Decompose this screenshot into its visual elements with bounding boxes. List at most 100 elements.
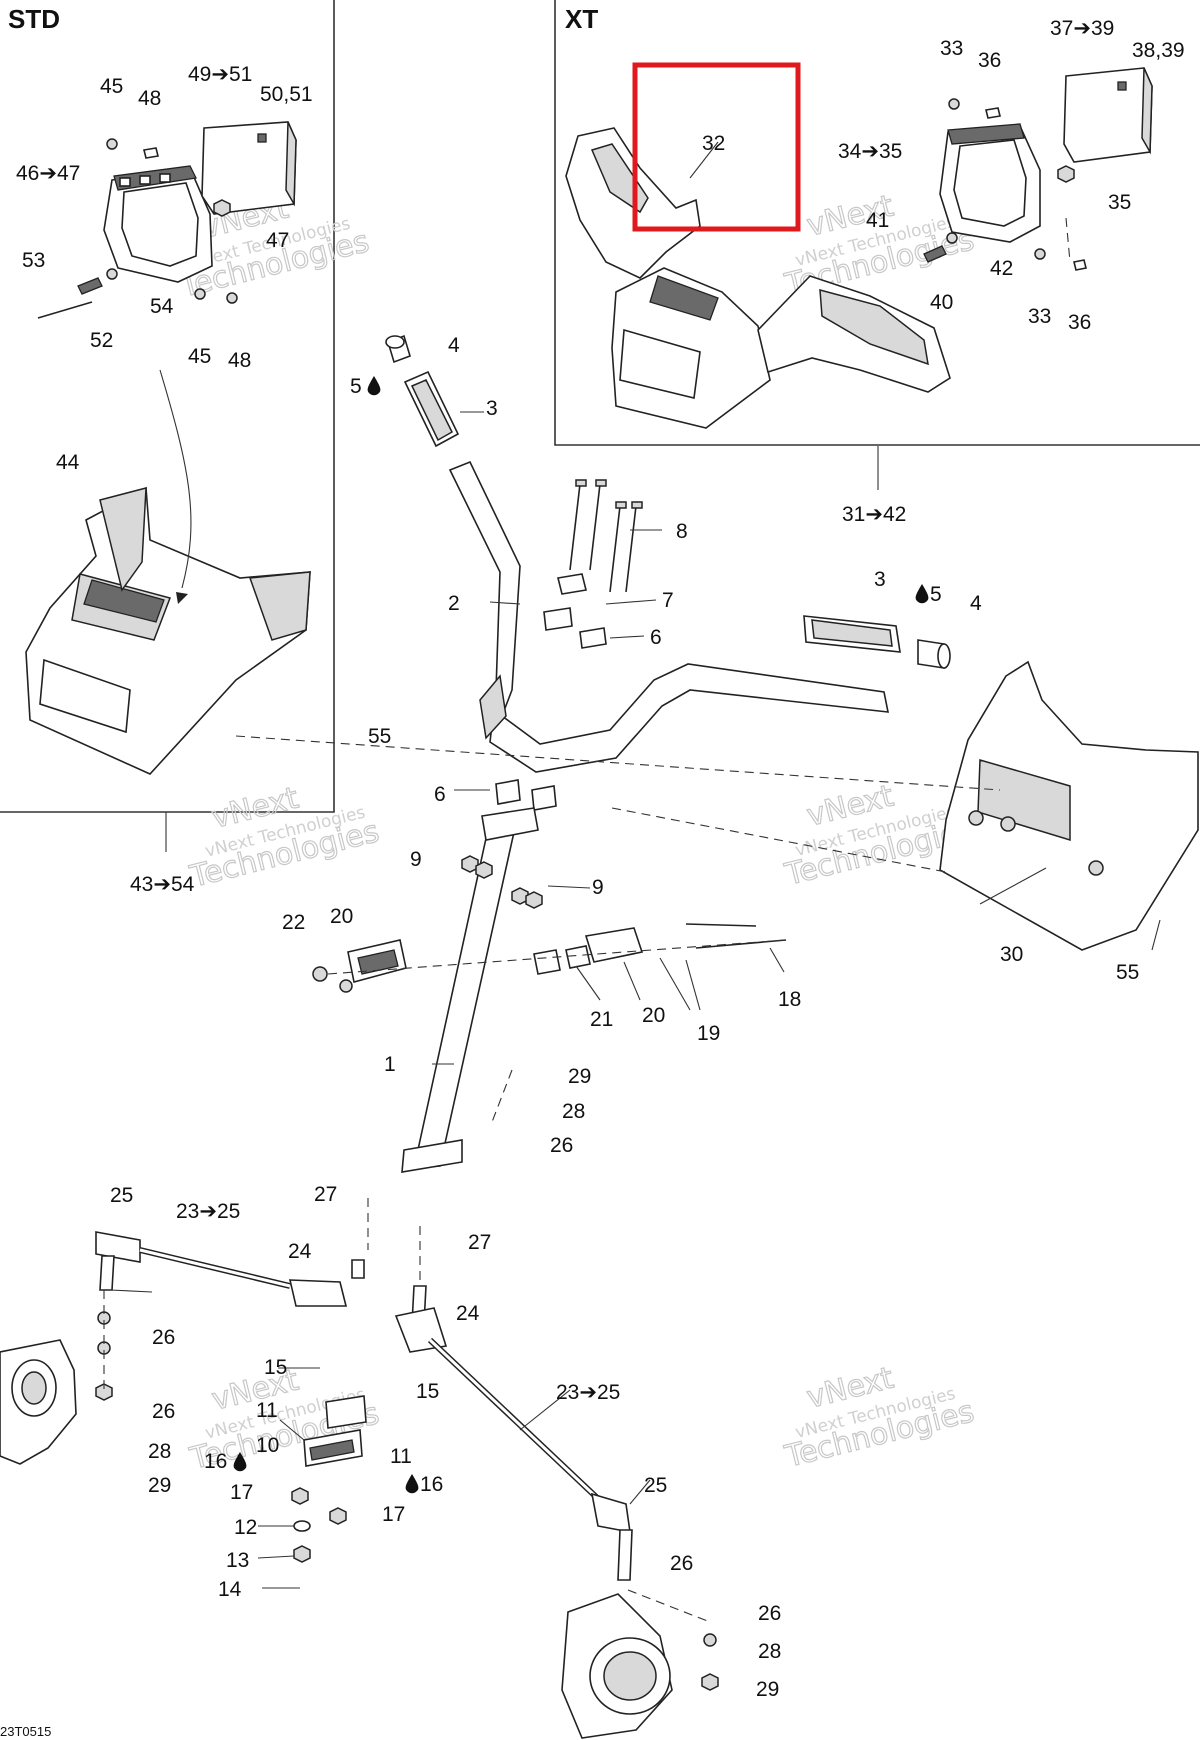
arrow-head xyxy=(176,592,188,604)
svg-text:16: 16 xyxy=(204,1450,227,1473)
steering-column xyxy=(401,807,539,1173)
callout-47: 47 xyxy=(266,229,289,252)
xt-panel: XT xyxy=(554,0,1200,446)
column-support-bracket xyxy=(312,923,787,993)
watermark: vNext vNext Technologies Technologies xyxy=(186,780,384,896)
callout-55: 55 xyxy=(1116,961,1139,984)
callout-49-to-51: 49➔51 xyxy=(188,63,252,86)
left-tie-rod xyxy=(95,1231,348,1307)
callout-32: 32 xyxy=(702,132,725,155)
callout-5-lubricant: 5 xyxy=(350,375,381,398)
callout-29: 29 xyxy=(568,1065,591,1088)
callout-9: 9 xyxy=(592,876,604,899)
handlebar xyxy=(448,460,889,773)
callout-19: 19 xyxy=(697,1022,720,1045)
std-panel-frame xyxy=(0,0,335,813)
callout-6: 6 xyxy=(650,626,662,649)
assembly-line xyxy=(1065,217,1071,263)
callout-48: 48 xyxy=(228,349,251,372)
droplet-icon xyxy=(405,1474,419,1494)
callout-16-lubricant: 16 xyxy=(405,1473,443,1496)
callout-26: 26 xyxy=(152,1400,175,1423)
callout-11: 11 xyxy=(256,1399,278,1422)
std-panel: STD xyxy=(0,0,335,813)
callout-7: 7 xyxy=(662,589,674,612)
callout-29: 29 xyxy=(756,1678,779,1701)
callout-34-to-35: 34➔35 xyxy=(838,140,902,163)
callout-41: 41 xyxy=(866,209,889,232)
xt-headlight-cowl xyxy=(611,267,771,429)
callout-10: 10 xyxy=(256,1434,279,1457)
highlight-box-item-32 xyxy=(632,62,801,232)
callout-11: 11 xyxy=(390,1445,412,1468)
callout-30: 30 xyxy=(1000,943,1023,966)
callout-23-to-25: 23➔25 xyxy=(556,1381,620,1404)
handlebar-clamps xyxy=(479,573,607,811)
callout-26: 26 xyxy=(550,1134,573,1157)
std-panel-title: STD xyxy=(8,4,60,34)
callout-12: 12 xyxy=(234,1516,257,1539)
callout-43-to-54: 43➔54 xyxy=(130,873,195,896)
callouts: 1 2 3 3 4 4 5 5 6 6 7 8 9 9 10 11 11 12 … xyxy=(16,17,1185,1701)
callout-3: 3 xyxy=(874,568,886,591)
callout-53: 53 xyxy=(22,249,45,272)
xt-headlight-lamp xyxy=(1063,67,1153,163)
xt-fasteners xyxy=(923,98,1087,271)
callout-27: 27 xyxy=(468,1231,491,1254)
callout-20: 20 xyxy=(642,1004,665,1027)
callout-2: 2 xyxy=(448,592,460,615)
callout-21: 21 xyxy=(590,1008,613,1031)
callout-26: 26 xyxy=(758,1602,781,1625)
svg-text:5: 5 xyxy=(930,583,942,606)
callout-6: 6 xyxy=(434,783,446,806)
lower-steering xyxy=(291,1259,427,1563)
assembly-lines xyxy=(103,735,1001,1623)
std-assembly-arrow xyxy=(159,369,192,589)
xt-panel-title: XT xyxy=(565,4,598,34)
xt-headlight-housing xyxy=(939,123,1041,243)
callout-54: 54 xyxy=(150,295,174,318)
callout-33: 33 xyxy=(1028,305,1051,328)
callout-24: 24 xyxy=(456,1302,480,1325)
callout-3: 3 xyxy=(486,397,498,420)
callout-52: 52 xyxy=(90,329,113,352)
callout-42: 42 xyxy=(990,257,1013,280)
callout-44: 44 xyxy=(56,451,80,474)
callout-4: 4 xyxy=(970,592,982,615)
callout-26: 26 xyxy=(670,1552,693,1575)
callout-28: 28 xyxy=(562,1100,585,1123)
std-hood-cover xyxy=(25,486,311,775)
callout-23-to-25: 23➔25 xyxy=(176,1200,240,1223)
callout-50-51: 50,51 xyxy=(260,83,313,106)
callout-40: 40 xyxy=(930,291,953,314)
callout-45: 45 xyxy=(188,345,211,368)
callout-38-39: 38,39 xyxy=(1132,39,1185,62)
xt-right-handguard xyxy=(757,275,951,393)
std-fasteners xyxy=(37,138,238,319)
leader-lines xyxy=(109,141,1161,1589)
right-grip xyxy=(803,615,951,669)
left-grip xyxy=(385,334,460,448)
callout-16-lubricant: 16 xyxy=(204,1450,247,1473)
callout-35: 35 xyxy=(1108,191,1131,214)
callout-55: 55 xyxy=(368,725,391,748)
droplet-icon xyxy=(915,584,929,604)
callout-4: 4 xyxy=(448,334,460,357)
svg-text:5: 5 xyxy=(350,375,362,398)
std-headlight-housing xyxy=(103,165,213,283)
callout-28: 28 xyxy=(758,1640,781,1663)
callout-14: 14 xyxy=(218,1578,242,1601)
left-steering-knuckle xyxy=(0,1311,113,1465)
callout-9: 9 xyxy=(410,848,422,871)
droplet-icon xyxy=(367,376,381,396)
callout-36: 36 xyxy=(1068,311,1091,334)
callout-36: 36 xyxy=(978,49,1001,72)
right-tie-rod xyxy=(394,1307,633,1581)
callout-15: 15 xyxy=(264,1356,287,1379)
callout-27: 27 xyxy=(314,1183,337,1206)
callout-18: 18 xyxy=(778,988,801,1011)
callout-29: 29 xyxy=(148,1474,171,1497)
drawing-code: 23T0515 xyxy=(0,1724,51,1739)
callout-24: 24 xyxy=(288,1240,312,1263)
callout-17: 17 xyxy=(382,1503,405,1526)
